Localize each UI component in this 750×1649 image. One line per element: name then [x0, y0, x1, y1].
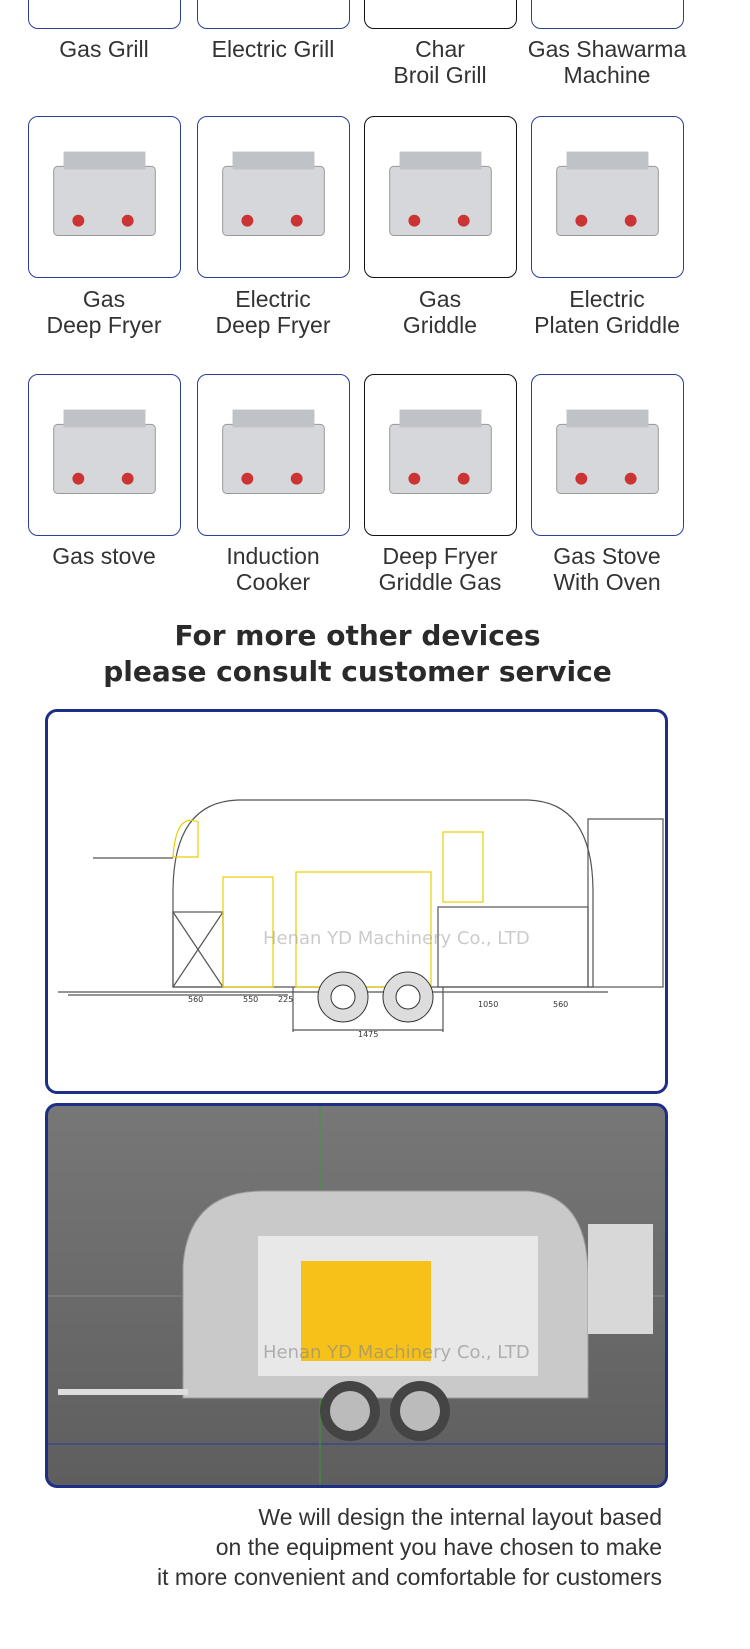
heading-line-1: For more other devices	[174, 619, 541, 652]
equipment-label-line: Machine	[563, 62, 651, 88]
dim-label: 1050	[478, 1000, 498, 1009]
dim-label: 225	[278, 995, 293, 1004]
equipment-image	[28, 374, 181, 536]
equipment-image	[364, 374, 517, 536]
equipment-label-line: Platen Griddle	[534, 312, 680, 338]
equipment-image	[197, 116, 350, 278]
trailer-3d-render: Henan YD Machinery Co., LTD	[45, 1103, 668, 1488]
equipment-image	[197, 0, 350, 29]
equipment-image	[364, 0, 517, 29]
dim-label: 550	[243, 995, 258, 1004]
equipment-image	[28, 116, 181, 278]
equipment-label: Gas Grill	[14, 36, 194, 62]
trailer-layout-drawing: 560 550 225 1475 1050 560 Henan YD Machi…	[45, 709, 668, 1094]
layout-description: We will design the internal layout based…	[22, 1502, 662, 1649]
equipment-label-line: Gas	[418, 286, 462, 312]
dim-label: 560	[188, 995, 203, 1004]
equipment-label-line: Griddle Gas	[378, 569, 502, 595]
equipment-image	[364, 116, 517, 278]
equipment-image	[197, 374, 350, 536]
equipment-label-line: With Oven	[553, 569, 661, 595]
heading-line-2: please consult customer service	[103, 655, 612, 688]
equipment-label-line: Electric Grill	[211, 36, 335, 62]
equipment-label-line: Deep Fryer	[46, 312, 162, 338]
equipment-label-line: Deep Fryer	[382, 543, 498, 569]
equipment-label-line: Gas Stove	[553, 543, 661, 569]
equipment-image	[28, 0, 181, 29]
watermark: Henan YD Machinery Co., LTD	[263, 1342, 530, 1363]
description-line: We will design the internal layout based	[258, 1504, 662, 1530]
dim-label: 1475	[358, 1030, 378, 1039]
equipment-label-line: Gas	[82, 286, 126, 312]
equipment-label-line: Gas Shawarma	[527, 36, 687, 62]
equipment-image	[531, 0, 684, 29]
equipment-label-line: Gas Grill	[59, 36, 149, 62]
equipment-label-line: Deep Fryer	[215, 312, 331, 338]
equipment-label-line: Induction	[226, 543, 320, 569]
equipment-label-line: Electric	[235, 286, 311, 312]
equipment-label-line: Cooker	[235, 569, 311, 595]
more-devices-heading: For more other devices please consult cu…	[0, 618, 715, 690]
equipment-label-line: Electric	[569, 286, 645, 312]
watermark: Henan YD Machinery Co., LTD	[263, 928, 530, 949]
equipment-image	[531, 116, 684, 278]
equipment-label: Electric Grill	[183, 36, 363, 62]
dim-label: 560	[553, 1000, 568, 1009]
description-line: on the equipment you have chosen to make	[215, 1534, 662, 1560]
equipment-image	[531, 374, 684, 536]
equipment-label-line: Char	[415, 36, 465, 62]
equipment-label: Gas stove	[14, 543, 194, 569]
equipment-label-line: Broil Grill	[393, 62, 487, 88]
description-line: it more convenient and comfortable for c…	[157, 1564, 662, 1590]
equipment-label-line: Gas stove	[52, 543, 156, 569]
equipment-label-line: Griddle	[402, 312, 478, 338]
